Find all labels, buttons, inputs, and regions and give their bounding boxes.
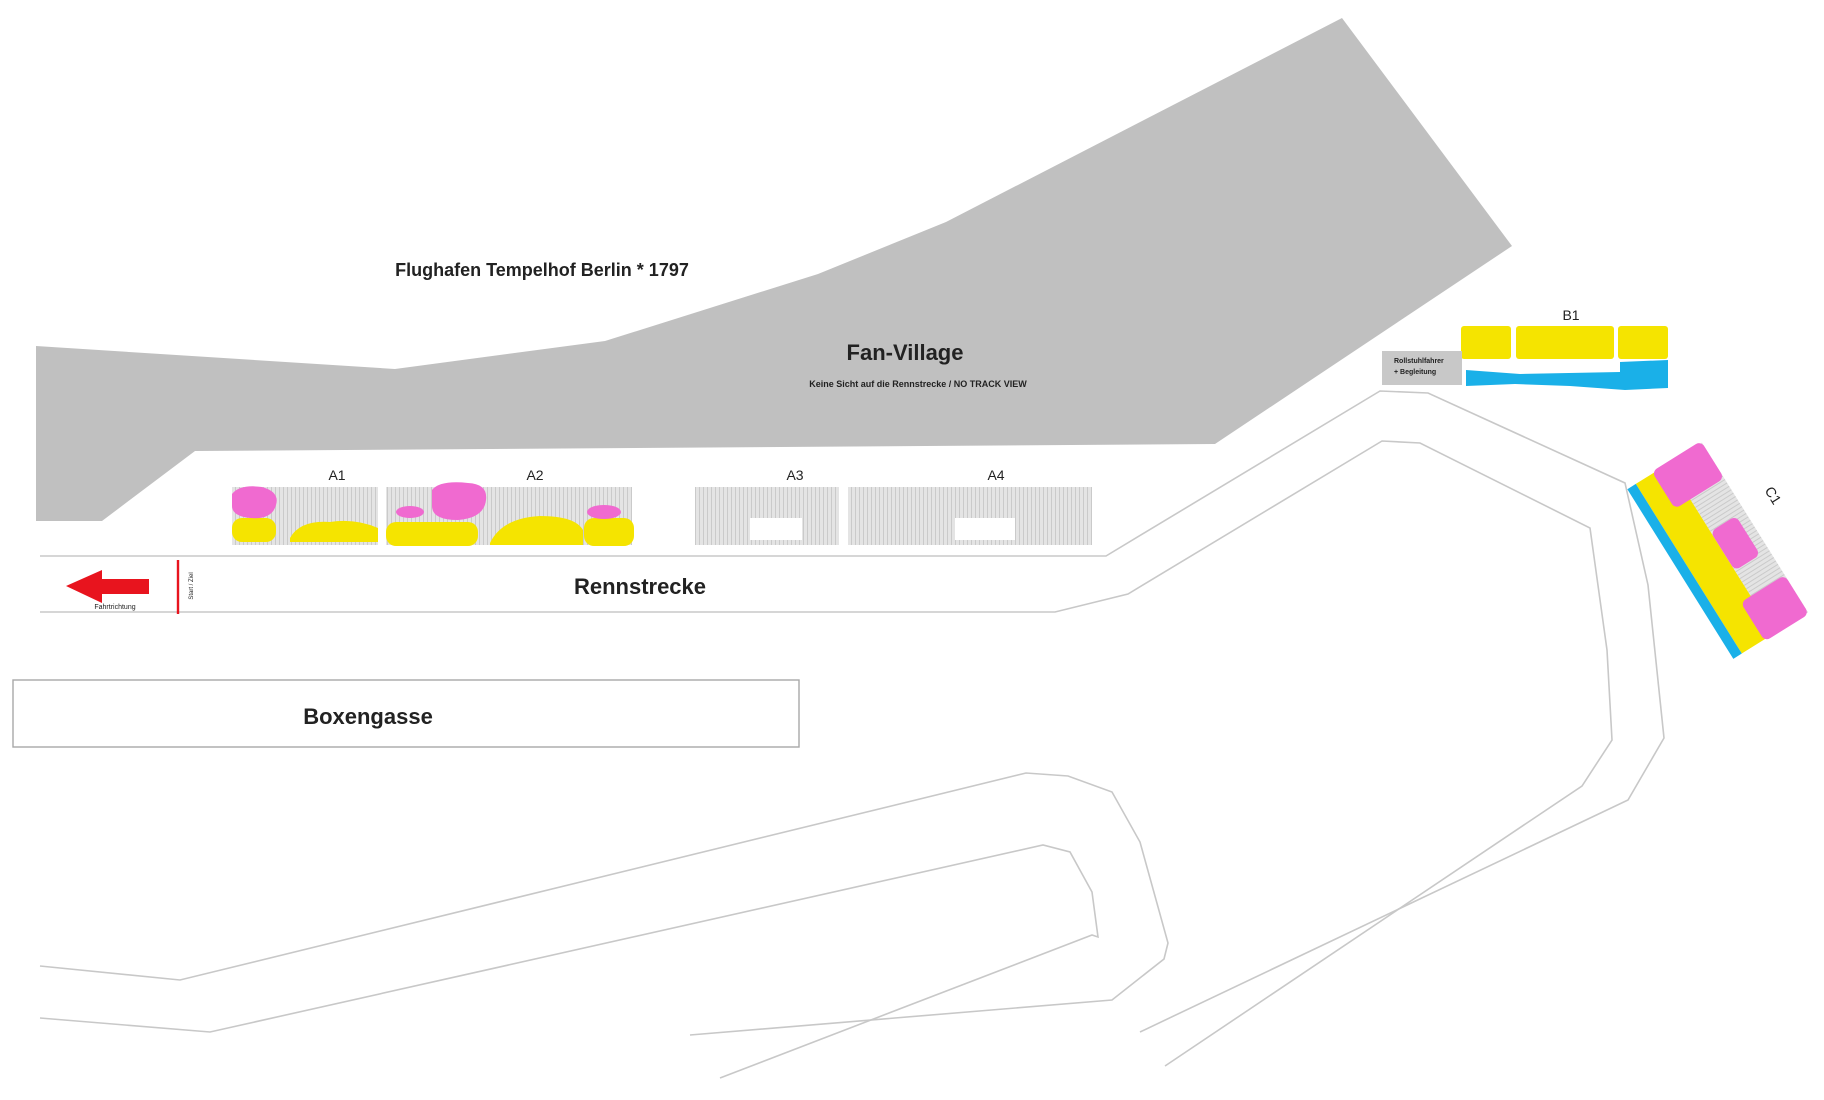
- direction-label: Fahrtrichtung: [94, 604, 135, 611]
- pit-lane-box: [12, 679, 800, 748]
- section-a1[interactable]: [232, 486, 378, 545]
- race-track: [39, 390, 1665, 1079]
- pit-lane-label: Boxengasse: [303, 704, 433, 729]
- airport-label: Flughafen Tempelhof Berlin * 1797: [395, 260, 689, 280]
- track-label: Rennstrecke: [574, 574, 706, 599]
- fan-village-title: Fan-Village: [847, 340, 964, 365]
- direction-arrow-icon: [66, 570, 149, 603]
- wheelchair-area[interactable]: [1382, 351, 1462, 385]
- fan-village-area: [36, 18, 1512, 521]
- section-c1-label: C1: [1762, 484, 1785, 508]
- section-c1[interactable]: [1626, 441, 1809, 661]
- wheelchair-label-line2: + Begleitung: [1394, 369, 1436, 376]
- section-a3-label: A3: [786, 467, 803, 483]
- wheelchair-label-line1: Rollstuhlfahrer: [1394, 358, 1444, 365]
- fan-village-subtitle: Keine Sicht auf die Rennstrecke / NO TRA…: [809, 379, 1027, 389]
- section-b1[interactable]: [1461, 326, 1668, 390]
- section-a2[interactable]: [386, 482, 634, 546]
- section-a2-label: A2: [526, 467, 543, 483]
- section-a1-label: A1: [328, 467, 345, 483]
- section-a4[interactable]: [848, 487, 1092, 545]
- section-b1-label: B1: [1562, 307, 1579, 323]
- section-a4-label: A4: [987, 467, 1004, 483]
- start-finish-label: Start / Ziel: [189, 572, 195, 599]
- section-a3[interactable]: [695, 487, 839, 545]
